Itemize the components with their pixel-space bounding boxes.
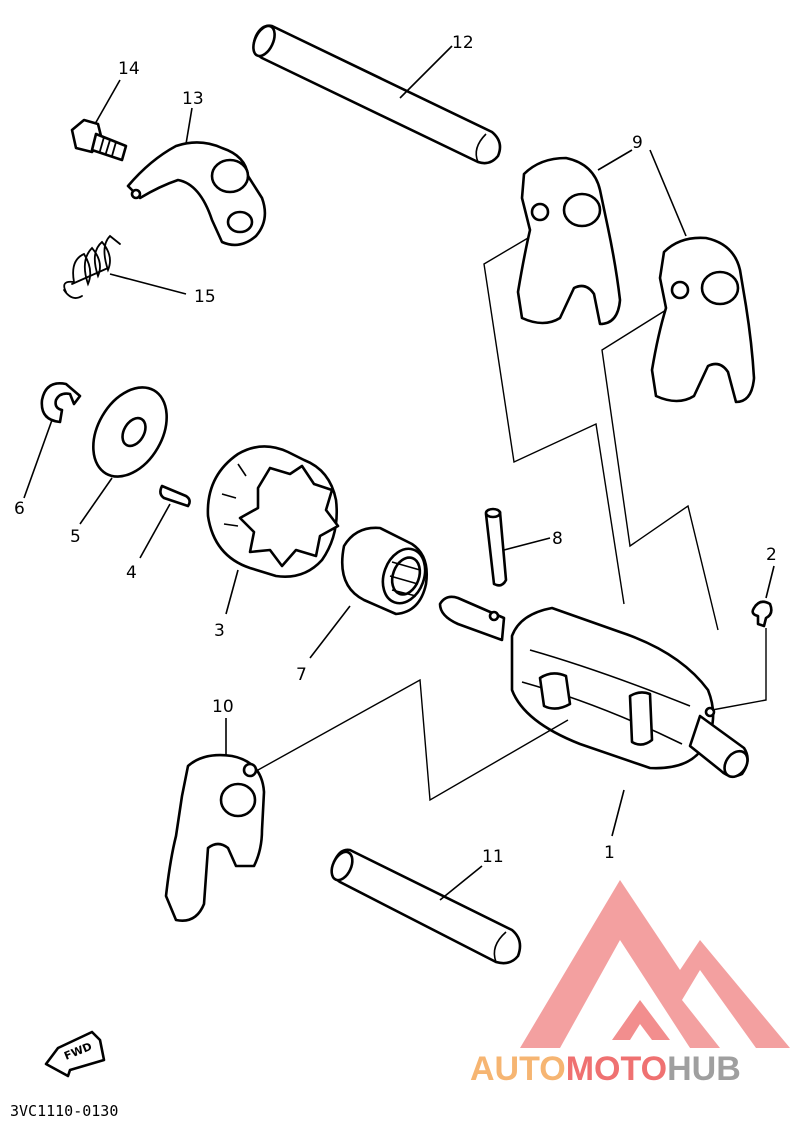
callout-14: 14 [118, 59, 140, 79]
part-12-shift-fork-shaft [252, 24, 502, 165]
part-11-shift-fork-shaft [330, 848, 522, 965]
callout-7: 7 [296, 665, 307, 685]
part-13-stopper-lever [126, 141, 267, 247]
callout-11: 11 [482, 847, 504, 867]
drawing-code: 3VC1110-0130 [10, 1102, 118, 1120]
callout-8: 8 [552, 529, 563, 549]
assembly-guide-lines [257, 237, 767, 802]
callout-2: 2 [766, 545, 777, 565]
callout-13: 13 [182, 89, 204, 109]
callout-4: 4 [126, 563, 137, 583]
callout-15: 15 [194, 287, 216, 307]
part-15-spring [63, 234, 121, 299]
part-7-bearing [340, 526, 428, 616]
part-8-pin [484, 507, 508, 587]
part-9-shift-fork-a [516, 156, 622, 326]
callout-3: 3 [214, 621, 225, 641]
callout-1: 1 [604, 843, 615, 863]
logo-part-auto: AUTO [470, 1050, 566, 1088]
svg-text:AUTOMOTOHUB: AUTOMOTOHUB [470, 1050, 741, 1088]
automotohub-logo: AUTOMOTOHUB [470, 880, 790, 1088]
part-2-pin [751, 600, 773, 628]
part-5-washer [92, 386, 168, 478]
callout-5: 5 [70, 527, 81, 547]
part-3-segment [206, 445, 340, 578]
callout-9: 9 [632, 133, 643, 153]
part-9-shift-fork-b [650, 236, 756, 404]
part-10-shift-fork [164, 753, 266, 922]
part-6-circlip [40, 382, 82, 424]
callout-6: 6 [14, 499, 25, 519]
logo-part-hub: HUB [667, 1050, 741, 1088]
callout-12: 12 [452, 33, 474, 53]
part-14-bolt [70, 118, 128, 162]
forward-arrow-icon: FWD [44, 1030, 106, 1078]
part-1-shift-drum [438, 595, 749, 779]
part-4-dowel-pin [159, 484, 191, 508]
logo-part-moto: MOTO [566, 1050, 667, 1088]
callout-10: 10 [212, 697, 234, 717]
